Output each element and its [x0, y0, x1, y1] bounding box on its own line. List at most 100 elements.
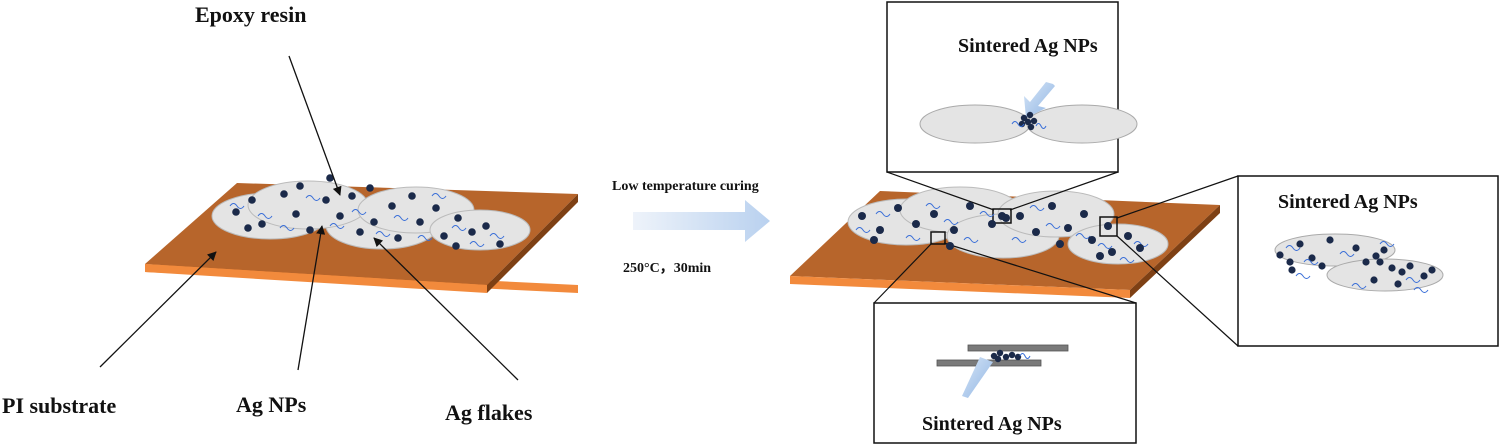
ag-nanoparticle — [876, 226, 884, 234]
ag-nanoparticle — [1002, 353, 1010, 361]
ag-nanoparticle — [998, 212, 1006, 220]
ag-nanoparticle — [912, 220, 920, 228]
ag-nanoparticle — [326, 174, 334, 182]
arrow-ag-flakes — [373, 237, 519, 381]
resin-strand — [979, 211, 995, 217]
arrow-epoxy-resin — [288, 55, 342, 196]
ag-nanoparticle — [292, 210, 300, 218]
resin-strand — [375, 231, 391, 237]
label-epoxy-resin: Epoxy resin — [195, 2, 306, 27]
ag-nanoparticle — [296, 182, 304, 190]
ag-nanoparticle — [1024, 118, 1032, 126]
ag-nanoparticle — [1080, 210, 1088, 218]
zoom-markers — [930, 208, 1118, 245]
ag-nanoparticle — [996, 349, 1004, 357]
resin-strand — [1351, 283, 1367, 289]
resin-strand — [305, 195, 321, 201]
ag-nanoparticle — [394, 234, 402, 242]
resin-strand — [1029, 205, 1045, 211]
ag-nanoparticle — [1064, 224, 1072, 232]
label-sintered-top: Sintered Ag NPs — [958, 35, 1098, 57]
ag-nanoparticle — [1398, 268, 1406, 276]
ag-nanoparticles — [232, 174, 1144, 260]
resin-strand — [1035, 123, 1047, 129]
resin-strand — [855, 227, 871, 233]
right-ag-flakes — [847, 186, 1169, 265]
ag-nanoparticle — [950, 226, 958, 234]
resin-strand — [1075, 233, 1091, 239]
ag-nanoparticle — [870, 236, 878, 244]
ag-nanoparticle — [1016, 212, 1024, 220]
resin-strand — [1413, 287, 1429, 293]
ag-nanoparticle — [440, 232, 448, 240]
resin-strand — [279, 225, 295, 231]
ag-nanoparticle — [1048, 202, 1056, 210]
ag-nanoparticle — [1014, 353, 1022, 361]
ag-nanoparticle — [1026, 111, 1034, 119]
ag-nanoparticle — [1008, 351, 1016, 359]
ag-nanoparticle — [432, 204, 440, 212]
resin-strand — [905, 235, 921, 241]
ag-nanoparticle — [1380, 246, 1388, 254]
ag-nanoparticle — [454, 214, 462, 222]
label-sintered-bottom: Sintered Ag NPs — [922, 413, 1062, 435]
ag-nanoparticle — [366, 184, 374, 192]
resin-strand — [1045, 223, 1061, 229]
label-ag-nps: Ag NPs — [236, 392, 307, 417]
ag-nanoparticle — [336, 212, 344, 220]
resin-strand — [943, 219, 959, 225]
ag-nanoparticle — [370, 218, 378, 226]
ag-nanoparticle — [1032, 228, 1040, 236]
annotation-arrows — [99, 55, 519, 381]
resin-strand — [1011, 237, 1027, 243]
ag-nanoparticle — [894, 204, 902, 212]
resin-strand — [1295, 273, 1311, 279]
ag-nanoparticle — [388, 202, 396, 210]
zoom-box-top — [886, 1, 1138, 173]
ag-nanoparticle — [966, 202, 974, 210]
ag-nanoparticle — [496, 240, 504, 248]
resin-strand — [1285, 245, 1301, 251]
ag-nanoparticle — [858, 212, 866, 220]
ag-nanoparticle — [416, 218, 424, 226]
ag-nanoparticle — [1308, 254, 1316, 262]
resin-strand — [1119, 257, 1135, 263]
resin-strand — [1303, 259, 1319, 265]
ag-nanoparticle — [1018, 120, 1026, 128]
resin-strand — [393, 215, 409, 221]
ag-nanoparticle — [946, 242, 954, 250]
sintered-cluster-right — [1276, 236, 1436, 293]
epoxy-resin-strands — [229, 193, 1149, 263]
resin-strand — [417, 235, 433, 241]
sintered-cluster-top — [1011, 111, 1047, 131]
resin-strand — [1133, 241, 1149, 247]
ag-nanoparticle — [452, 242, 460, 250]
ag-nanoparticle — [988, 220, 996, 228]
ag-nanoparticle — [244, 224, 252, 232]
resin-strand — [925, 203, 941, 209]
ag-nanoparticle — [1108, 248, 1116, 256]
ag-nanoparticle — [1020, 114, 1028, 122]
ag-nanoparticle — [1088, 236, 1096, 244]
ag-nanoparticle — [1406, 262, 1414, 270]
ag-nanoparticle — [1286, 258, 1294, 266]
zoom-box-bottom — [873, 302, 1137, 444]
process-arrow — [633, 200, 770, 242]
ag-nanoparticle — [1326, 236, 1334, 244]
resin-strand — [229, 203, 245, 209]
ag-nanoparticle — [1056, 240, 1064, 248]
resin-strand — [1405, 277, 1421, 283]
sintered-cluster-bottom — [990, 349, 1031, 363]
pointer-arrow-bottom — [962, 357, 993, 398]
ag-nanoparticle — [306, 226, 314, 234]
ag-nanoparticle — [930, 210, 938, 218]
resin-strand — [1379, 241, 1395, 247]
ag-nanoparticle — [348, 192, 356, 200]
ag-nanoparticle — [1376, 258, 1384, 266]
resin-strand — [963, 237, 979, 243]
ag-nanoparticle — [1096, 252, 1104, 260]
ag-nanoparticle — [1296, 240, 1304, 248]
ag-nanoparticle — [1420, 272, 1428, 280]
